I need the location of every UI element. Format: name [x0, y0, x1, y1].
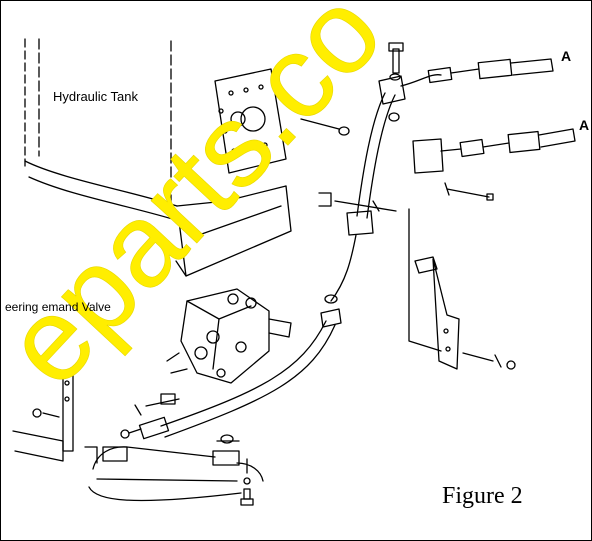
hydraulic-tank-label: Hydraulic Tank [53, 89, 139, 104]
upper-hose-assembly [300, 42, 576, 328]
mounting-bracket [408, 208, 516, 370]
steering-valve-label: eering emand Valve [5, 300, 111, 314]
figure-caption: Figure 2 [442, 483, 523, 509]
steering-demand-valve [166, 288, 292, 384]
lower-hose-assembly [88, 320, 336, 506]
callout-a-upper: A [561, 48, 572, 64]
hydraulic-tank [24, 38, 292, 277]
watermark-text: eparts.co [1, 1, 407, 411]
callout-a-lower: A [579, 117, 590, 133]
left-bracket [12, 370, 98, 464]
